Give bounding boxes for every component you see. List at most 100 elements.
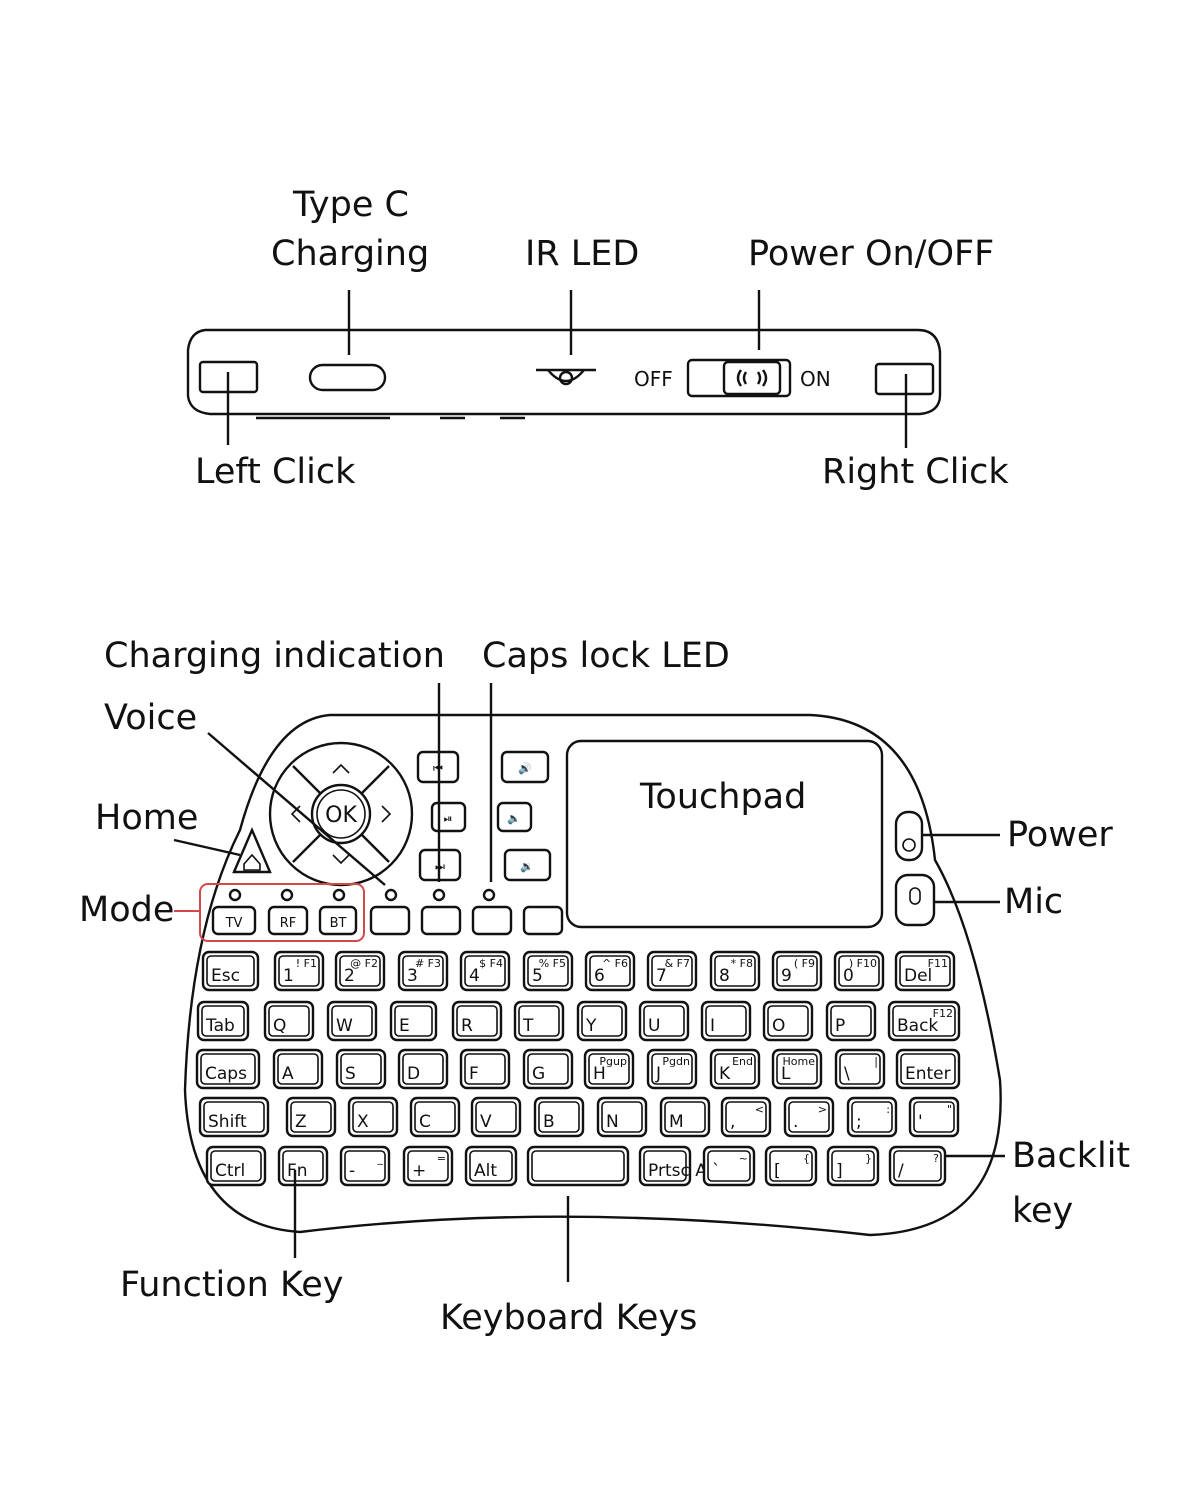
key-row3-6[interactable] — [583, 1048, 635, 1090]
key-sublabel-row1-4: $ F4 — [479, 957, 503, 970]
key-row4-2[interactable] — [347, 1096, 399, 1138]
key-inner-row5-10 — [893, 1150, 942, 1182]
keyboard-body — [183, 713, 1002, 1237]
key-row4-5[interactable] — [533, 1096, 585, 1138]
key-row3-11[interactable] — [895, 1048, 961, 1090]
key-row2-6[interactable] — [576, 1000, 628, 1042]
key-row3-3[interactable] — [397, 1048, 449, 1090]
key-row4-11[interactable] — [908, 1096, 960, 1138]
key-row5-1[interactable] — [277, 1145, 329, 1187]
key-row2-4[interactable] — [451, 1000, 503, 1042]
key-row2-1[interactable] — [263, 1000, 315, 1042]
key-row1-0[interactable] — [201, 950, 260, 992]
key-inner-row3-1 — [277, 1053, 319, 1085]
key-row5-4[interactable] — [464, 1145, 518, 1187]
key-row2-11[interactable] — [887, 1000, 961, 1042]
key-label-row5-4: Alt — [474, 1161, 497, 1181]
key-row5-3[interactable] — [402, 1145, 454, 1187]
key-row4-0[interactable] — [198, 1096, 270, 1138]
key-label-row2-7: U — [648, 1016, 660, 1036]
key-row4-8[interactable] — [720, 1096, 772, 1138]
key-label-row5-10: / — [898, 1161, 904, 1181]
key-row3-0[interactable] — [195, 1048, 261, 1090]
key-row3-1[interactable] — [272, 1048, 324, 1090]
key-inner-row2-2 — [331, 1005, 373, 1037]
key-row2-10[interactable] — [825, 1000, 877, 1042]
rf-key-label: RF — [280, 916, 297, 931]
key-row5-9[interactable] — [826, 1145, 880, 1187]
key-sublabel-row1-5: % F5 — [539, 957, 566, 970]
key-row4-4[interactable] — [470, 1096, 522, 1138]
key-row2-2[interactable] — [326, 1000, 378, 1042]
key-row4-6[interactable] — [596, 1096, 648, 1138]
key-row1-5[interactable] — [522, 950, 574, 992]
key-inner-row2-6 — [581, 1005, 623, 1037]
key-row3-2[interactable] — [335, 1048, 387, 1090]
function-key-label: Function Key — [120, 1265, 344, 1305]
key-label-row2-4: R — [461, 1016, 473, 1036]
voice-label: Voice — [104, 698, 198, 738]
key-row3-8[interactable] — [709, 1048, 761, 1090]
key-row1-4[interactable] — [459, 950, 511, 992]
key-row4-7[interactable] — [659, 1096, 711, 1138]
key-row4-10[interactable] — [846, 1096, 898, 1138]
key-row3-5[interactable] — [522, 1048, 574, 1090]
key-row1-2[interactable] — [334, 950, 386, 992]
key-label-row5-1: Fn — [287, 1161, 308, 1181]
key-inner-row4-0 — [203, 1101, 265, 1133]
key-row1-7[interactable] — [646, 950, 698, 992]
key-row3-7[interactable] — [646, 1048, 698, 1090]
key-inner-row4-8 — [725, 1101, 767, 1133]
key-label-row4-6: N — [606, 1112, 619, 1132]
key-sublabel-row4-9: > — [818, 1103, 827, 1116]
key-label-row4-0: Shift — [208, 1112, 247, 1132]
key-label-row2-6: Y — [585, 1016, 597, 1036]
key-row1-9[interactable] — [771, 950, 823, 992]
mic-label: Mic — [1004, 882, 1064, 922]
key-label-row1-4: 4 — [469, 966, 480, 986]
key-row3-4[interactable] — [459, 1048, 511, 1090]
key-row5-8[interactable] — [764, 1145, 818, 1187]
key-row1-6[interactable] — [584, 950, 636, 992]
power-switch — [686, 358, 792, 398]
key-row2-5[interactable] — [513, 1000, 565, 1042]
key-inner-row5-6 — [643, 1150, 687, 1182]
key-row3-9[interactable] — [771, 1048, 823, 1090]
key-row1-11[interactable] — [894, 950, 956, 992]
key-inner-row1-9 — [776, 955, 818, 987]
key-label-row3-8: K — [719, 1064, 731, 1084]
key-label-row3-0: Caps — [205, 1064, 247, 1084]
key-row3-10[interactable] — [834, 1048, 886, 1090]
key-row1-1[interactable] — [273, 950, 325, 992]
key-inner-row4-4 — [475, 1101, 517, 1133]
key-label-row2-10: P — [835, 1016, 845, 1036]
key-inner-row4-1 — [290, 1101, 332, 1133]
key-row1-8[interactable] — [709, 950, 761, 992]
key-row5-6[interactable] — [638, 1145, 692, 1187]
key-label-row5-8: [ — [774, 1161, 781, 1181]
key-label-row3-10: \ — [844, 1064, 850, 1084]
key-row1-3[interactable] — [397, 950, 449, 992]
key-row4-1[interactable] — [285, 1096, 337, 1138]
key-label-row3-11: Enter — [905, 1064, 951, 1084]
key-row5-7[interactable] — [702, 1145, 756, 1187]
key-label-row4-4: V — [480, 1112, 492, 1132]
key-row5-10[interactable] — [888, 1145, 947, 1187]
key-label-row2-9: O — [772, 1016, 785, 1036]
key-row2-8[interactable] — [700, 1000, 752, 1042]
key-row5-5[interactable] — [526, 1145, 630, 1187]
key-row2-0[interactable] — [196, 1000, 250, 1042]
key-inner-row5-9 — [831, 1150, 875, 1182]
key-row4-3[interactable] — [409, 1096, 461, 1138]
type-c-label-line1: Type C — [293, 185, 409, 225]
key-row4-9[interactable] — [783, 1096, 835, 1138]
key-row2-9[interactable] — [762, 1000, 814, 1042]
key-label-row1-7: 7 — [656, 966, 667, 986]
key-row5-2[interactable] — [339, 1145, 391, 1187]
key-sublabel-row1-3: # F3 — [415, 957, 441, 970]
key-inner-row5-5 — [531, 1150, 625, 1182]
key-row2-7[interactable] — [638, 1000, 690, 1042]
key-row1-10[interactable] — [833, 950, 885, 992]
key-row2-3[interactable] — [389, 1000, 438, 1042]
key-row5-0[interactable] — [205, 1145, 267, 1187]
